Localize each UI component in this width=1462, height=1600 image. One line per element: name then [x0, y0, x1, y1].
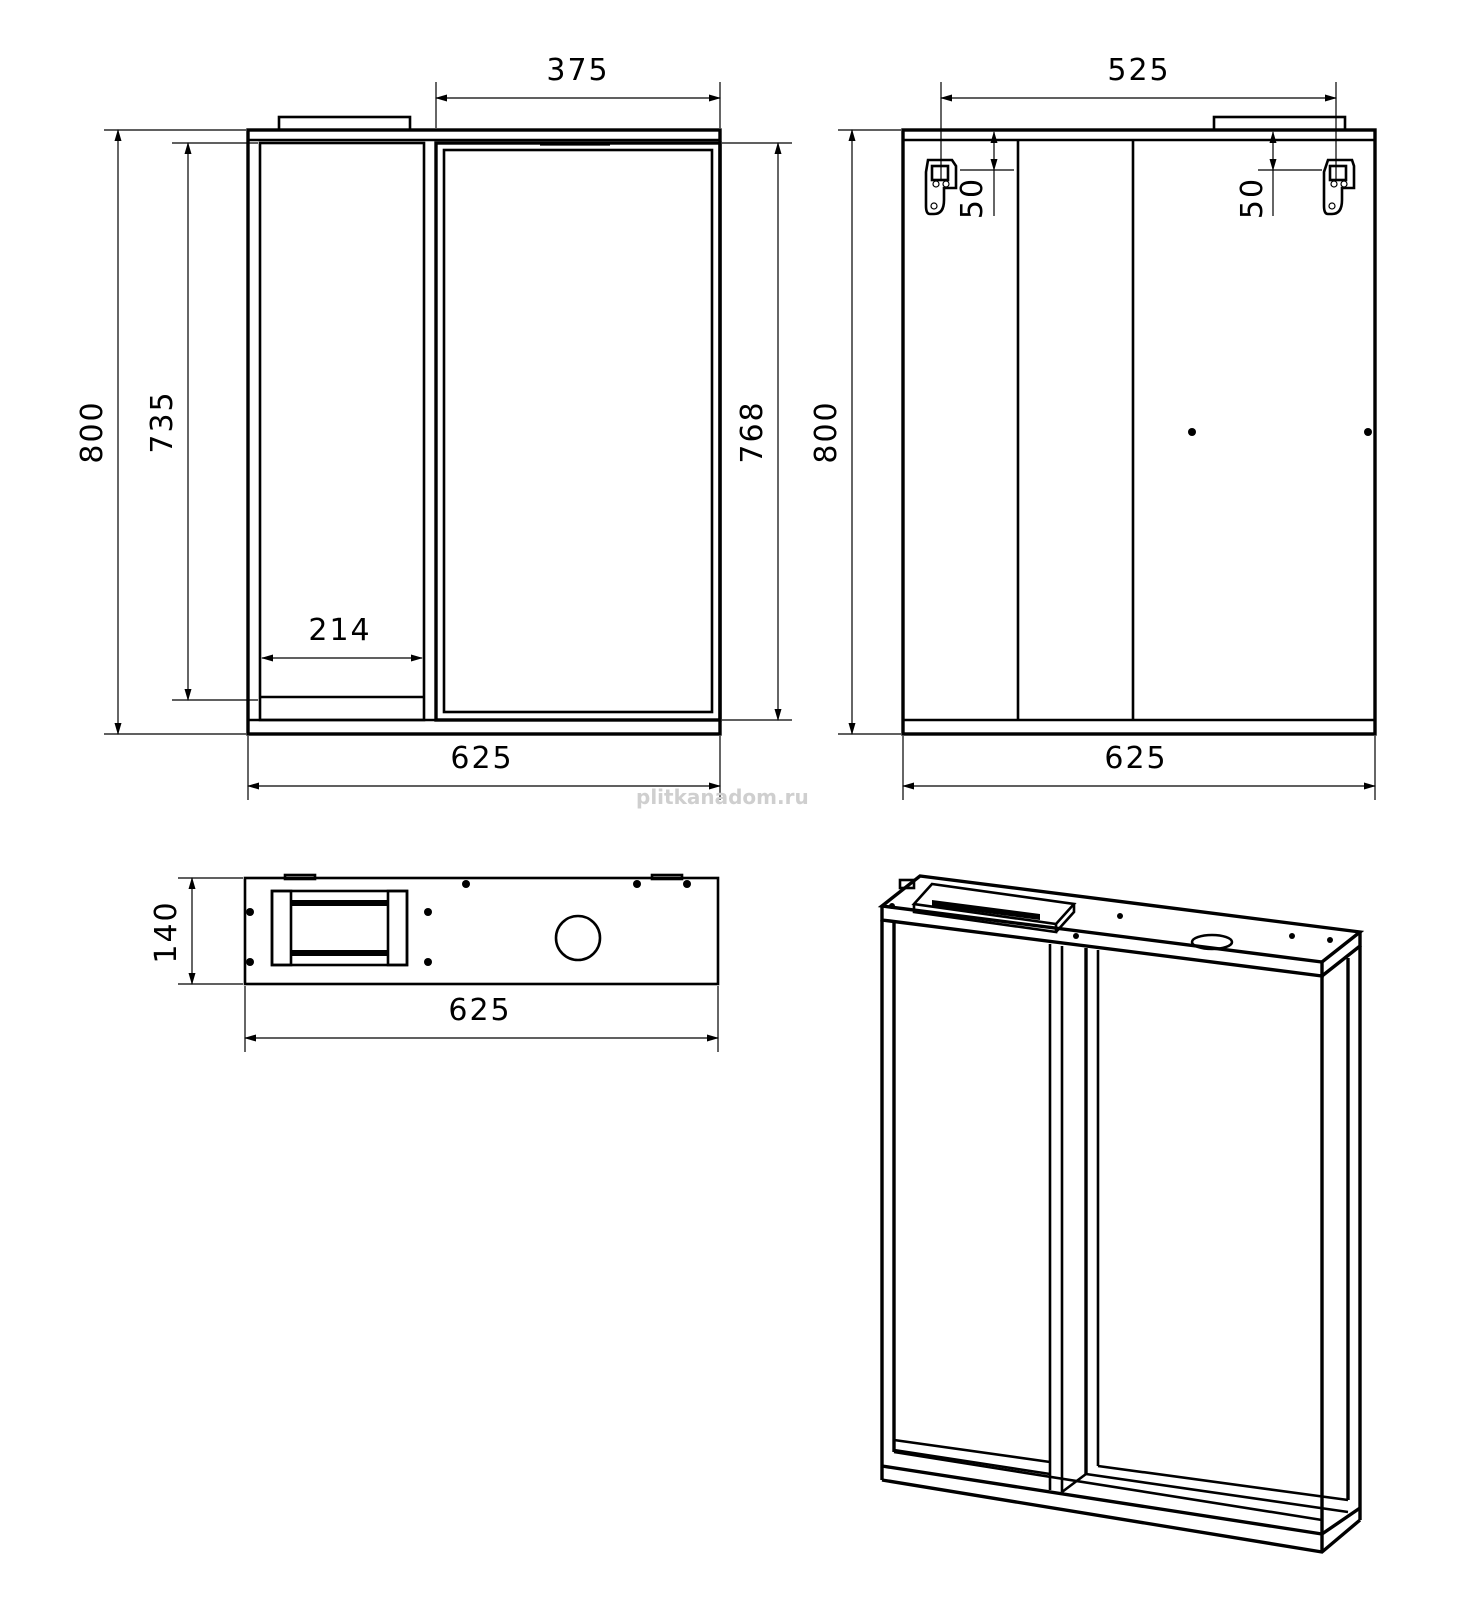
light-fixture-top: [270, 889, 409, 967]
dim-shelf-height: 735: [145, 390, 180, 453]
hanger-bracket-left: [924, 158, 958, 216]
dim-back-height: 800: [809, 400, 844, 463]
iso-shelf-section: [893, 944, 1064, 1492]
screw-hole: [1188, 428, 1196, 436]
iso-mirror-door: [1061, 948, 1349, 1514]
shelf-section: [258, 141, 426, 722]
dim-top-width: 625: [448, 993, 511, 1028]
back-view: 525 50 50 800 625: [809, 53, 1377, 800]
dim-depth: 140: [149, 900, 184, 963]
cable-hole: [554, 914, 602, 962]
dim-hanger-spacing: 525: [1107, 53, 1170, 88]
dim-mirror-width: 375: [546, 53, 609, 88]
screw-hole: [1364, 428, 1372, 436]
watermark: plitkanadom.ru: [636, 785, 809, 809]
dim-shelf-width: 214: [308, 613, 371, 648]
light-fixture-back: [1212, 115, 1347, 132]
dim-hanger-offset-right: 50: [1235, 177, 1270, 219]
mirror-door: [434, 141, 722, 722]
front-view: 375 800 735 768 214 625: [75, 53, 792, 800]
isometric-view: [877, 874, 1365, 1554]
dim-mirror-height: 768: [735, 400, 770, 463]
dim-front-height: 800: [75, 400, 110, 463]
iso-cable-hole: [1190, 933, 1234, 951]
dim-front-width: 625: [450, 741, 513, 776]
dim-hanger-offset-left: 50: [955, 177, 990, 219]
mirror-glass: [442, 148, 714, 714]
hanger-bracket-right: [1322, 158, 1356, 216]
iso-light-fixture: [898, 878, 1077, 934]
dim-back-width: 625: [1104, 741, 1167, 776]
light-fixture: [277, 115, 412, 132]
top-view: 140 625: [149, 873, 720, 1052]
